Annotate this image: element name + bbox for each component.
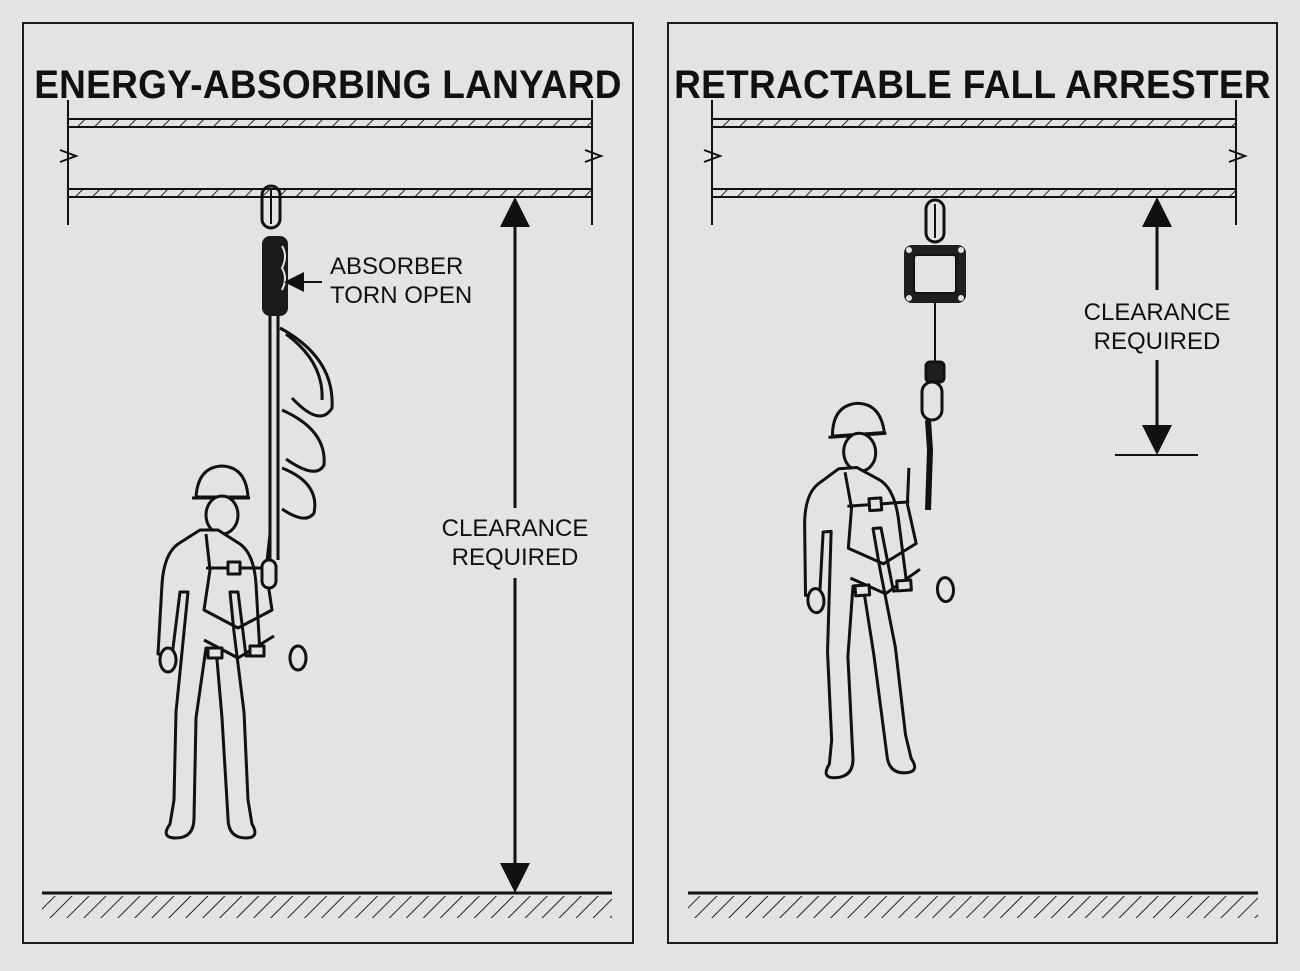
clearance-label-left: CLEARANCE REQUIRED <box>440 514 590 572</box>
ground-right <box>688 891 1258 918</box>
clearance-label-left-line-1: CLEARANCE <box>441 515 589 542</box>
panel-energy-absorbing-lanyard: ENERGY-ABSORBING LANYARD <box>22 22 634 944</box>
absorber-callout-line-1: ABSORBER <box>330 253 464 280</box>
lanyard-webbing <box>268 316 334 560</box>
panel-retractable-fall-arrester: RETRACTABLE FALL ARRESTER <box>667 22 1278 944</box>
clearance-label-left-line-2: REQUIRED <box>451 544 579 571</box>
absorber-callout: ABSORBER TORN OPEN <box>330 252 472 310</box>
clearance-label-right-line-1: CLEARANCE <box>1083 299 1231 326</box>
clearance-label-right: CLEARANCE REQUIRED <box>1082 298 1232 356</box>
hard-hat-worker-icon <box>156 464 308 840</box>
retractable-block-icon <box>904 245 966 303</box>
snap-hook <box>920 360 946 511</box>
hard-hat-worker-icon <box>803 401 955 780</box>
energy-absorber-icon <box>262 236 288 316</box>
ground-left <box>42 891 612 918</box>
clearance-label-right-line-2: REQUIRED <box>1093 328 1221 355</box>
panel-title-arrester: RETRACTABLE FALL ARRESTER <box>674 62 1271 107</box>
carabiner-icon <box>924 198 946 244</box>
carabiner-icon <box>260 184 282 230</box>
overhead-beam-right <box>703 100 1248 225</box>
panel-title-lanyard: ENERGY-ABSORBING LANYARD <box>34 62 622 107</box>
overhead-beam-left <box>59 100 604 225</box>
absorber-callout-line-2: TORN OPEN <box>330 282 473 309</box>
